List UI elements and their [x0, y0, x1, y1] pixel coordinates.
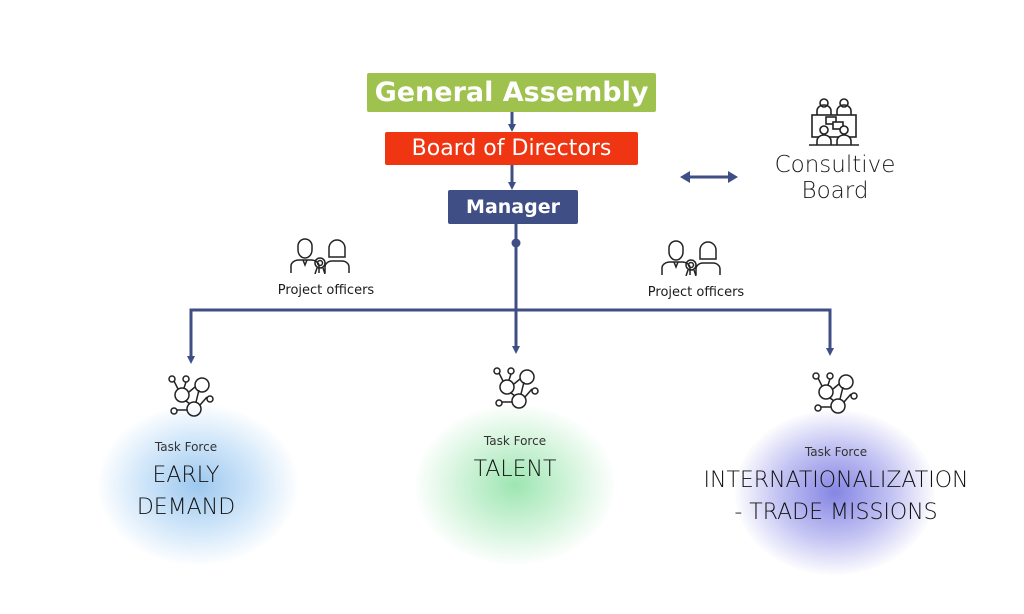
network-icon: [812, 372, 858, 414]
consultive-arrow-left: [680, 171, 690, 183]
project-officers-icon: [290, 238, 350, 274]
consultive-board-line2: Board: [801, 178, 869, 204]
network-icon: [168, 375, 214, 417]
task-force-sub-label: Task Force: [483, 434, 547, 448]
task-force-internationalization-glow: [735, 410, 935, 575]
board-of-directors-box: Board of Directors: [385, 132, 638, 165]
task-force-talent-glow: [415, 405, 615, 565]
task-force-name-line1: TALENT: [473, 457, 557, 482]
project-officers-label: Project officers: [647, 285, 745, 300]
branch-line: [189, 308, 834, 356]
consultive-board-label: Consultive Board: [760, 152, 910, 204]
task-force-internationalization: Task Force INTERNATIONALIZATION - TRADE …: [676, 445, 996, 529]
manager-node-dot: [511, 238, 521, 248]
manager-box: Manager: [448, 190, 578, 224]
task-force-early-demand: Task Force EARLY DEMAND: [96, 440, 276, 524]
task-force-name-line2: DEMAND: [136, 495, 236, 520]
project-officers-label: Project officers: [277, 283, 375, 298]
task-force-sub-label: Task Force: [154, 440, 218, 454]
task-force-sub-label: Task Force: [804, 445, 868, 459]
task-force-talent: Task Force TALENT: [425, 434, 605, 486]
consultive-board-line1: Consultive: [774, 152, 896, 178]
consultive-arrow-right: [728, 171, 738, 183]
task-force-name-line1: EARLY: [152, 463, 220, 488]
task-force-name-line2: - TRADE MISSIONS: [734, 500, 938, 525]
task-force-early-demand-glow: [98, 405, 298, 565]
meeting-icon: [809, 98, 859, 146]
network-icon: [493, 367, 539, 409]
task-force-name-line1: INTERNATIONALIZATION: [703, 468, 969, 493]
project-officers-icon: [661, 240, 721, 276]
general-assembly-box: General Assembly: [367, 73, 656, 112]
